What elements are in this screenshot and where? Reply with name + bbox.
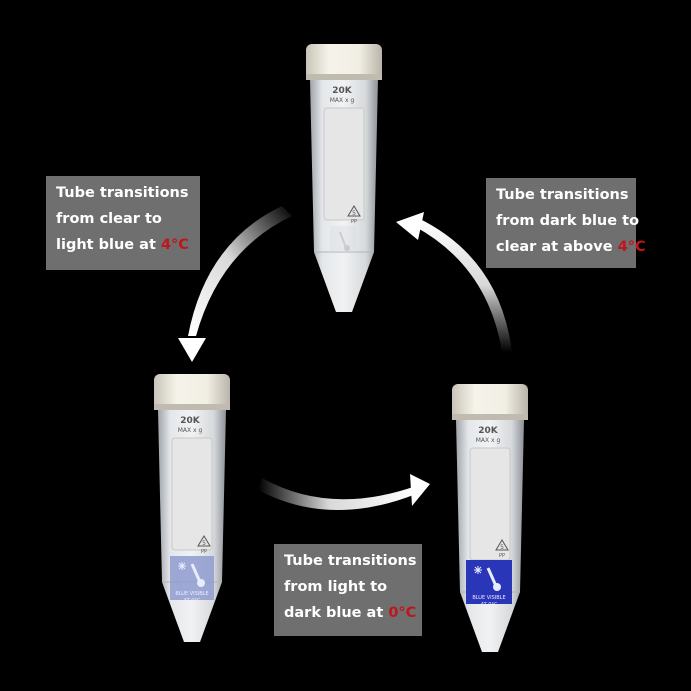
temperature-text: 0°C — [388, 605, 417, 621]
caption-line: from dark blue to — [496, 213, 640, 229]
arrow-clear-to-light — [178, 206, 292, 362]
caption-dark-to-clear: Tube transitions from dark blue to clear… — [486, 178, 646, 268]
thermometer-icon — [190, 563, 205, 587]
indicator-text-line1: BLUE VISIBLE — [472, 595, 505, 601]
thermometer-icon — [486, 567, 501, 591]
svg-text:PP: PP — [499, 553, 505, 559]
arrow-dark-to-clear — [396, 212, 512, 352]
indicator-text-line1: BLUE VISIBLE — [175, 591, 208, 597]
snowflake-icon — [178, 562, 186, 570]
svg-text:5: 5 — [500, 544, 504, 551]
caption-line: from light to — [284, 579, 388, 595]
tube-dark-blue: 20K MAX x g 5 PP BLUE VISIBLE AT 0°C — [451, 383, 529, 653]
tube-speed-text: 20K — [180, 416, 201, 426]
caption-line: Tube transitions — [56, 185, 189, 201]
caption-line: from clear to — [56, 211, 162, 227]
temperature-text: 4°C — [160, 237, 189, 253]
thermometer-icon — [330, 226, 356, 252]
caption-light-to-dark: Tube transitions from light to dark blue… — [274, 544, 422, 636]
temperature-text: 4°C — [617, 239, 646, 255]
recycle-icon: 5 PP — [197, 535, 211, 555]
arrow-light-to-dark — [258, 474, 430, 511]
tube-light-blue: 20K MAX x g 5 PP BLUE VISIBLE AT 0°C — [153, 373, 231, 643]
caption-line: Tube transitions — [496, 187, 629, 203]
indicator-text-line2: AT 0°C — [184, 598, 201, 604]
caption-line: Tube transitions — [284, 553, 417, 569]
tube-speed-unit: MAX x g — [476, 437, 501, 444]
caption-clear-to-light: Tube transitions from clear to light blu… — [46, 176, 200, 270]
indicator-text-line2: AT 0°C — [481, 602, 498, 608]
svg-text:5: 5 — [352, 210, 356, 217]
recycle-icon: 5 PP — [495, 539, 509, 559]
tube-speed-text: 20K — [332, 86, 353, 96]
tube-speed-text: 20K — [478, 426, 499, 436]
tube-clear: 20K MAX x g 5 PP — [305, 43, 383, 313]
tube-speed-unit: MAX x g — [330, 97, 355, 104]
svg-text:PP: PP — [351, 219, 357, 225]
svg-text:5: 5 — [202, 540, 206, 547]
recycle-icon: 5 PP — [347, 205, 361, 225]
caption-line: clear at above 4°C — [496, 239, 646, 255]
tube-speed-unit: MAX x g — [178, 427, 203, 434]
svg-text:PP: PP — [201, 549, 207, 555]
caption-line: dark blue at 0°C — [284, 605, 417, 621]
blue-indicator-dark: BLUE VISIBLE AT 0°C — [466, 560, 512, 608]
caption-line: light blue at 4°C — [56, 237, 189, 253]
blue-indicator-light: BLUE VISIBLE AT 0°C — [170, 556, 214, 604]
snowflake-icon — [474, 566, 482, 574]
